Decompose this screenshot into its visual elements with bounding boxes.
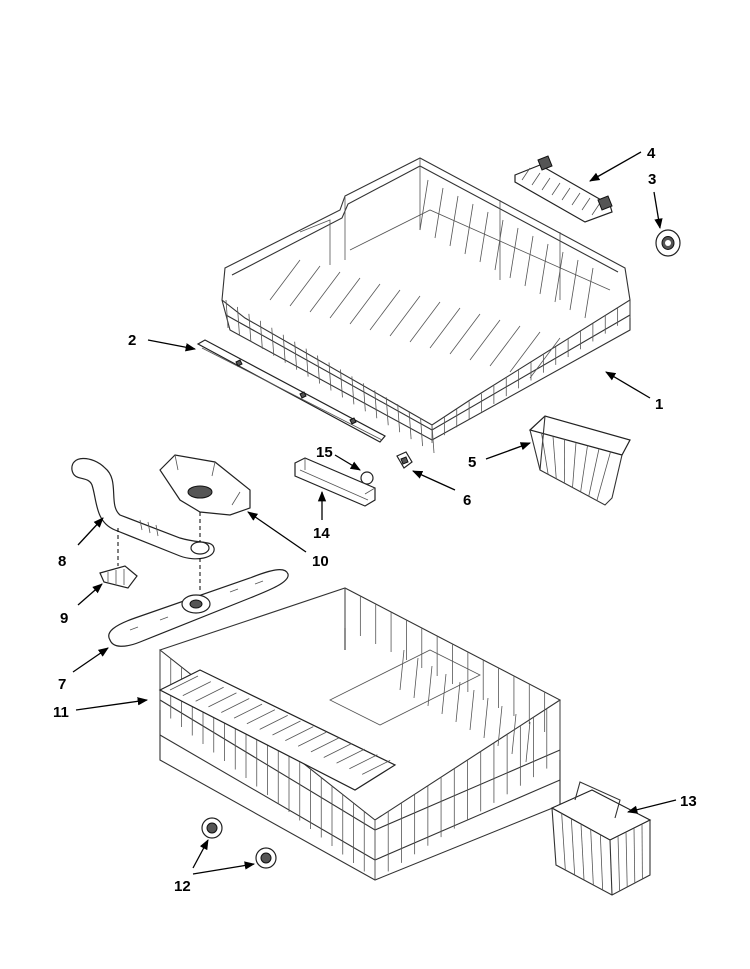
callout-5: 5: [468, 454, 476, 471]
callout-6: 6: [463, 492, 471, 509]
callout-1: 1: [655, 396, 663, 413]
part-9-bracket: [99, 565, 138, 589]
lower-rack: [158, 587, 562, 881]
callout-8: 8: [58, 553, 66, 570]
callout-13: 13: [680, 793, 697, 810]
upper-rack: [221, 157, 631, 454]
callout-4: 4: [647, 145, 656, 162]
callout-14: 14: [313, 525, 330, 542]
callout-11: 11: [53, 704, 69, 721]
part-6-clip: [396, 451, 413, 469]
callout-10: 10: [312, 553, 329, 570]
callout-15: 15: [316, 444, 333, 461]
callout-9: 9: [60, 610, 68, 627]
part-14-channel: [294, 457, 376, 507]
leader-lines: [72, 151, 677, 875]
part-4-cup-shelf: [514, 155, 613, 223]
part-8-spray-tube: [71, 457, 215, 560]
callout-3: 3: [648, 171, 656, 188]
part-10-manifold: [159, 454, 251, 516]
part-13-silverware-basket: [550, 781, 652, 896]
part-12-wheels: [201, 817, 277, 869]
part-5-utensil-basket: [528, 415, 631, 506]
callout-7: 7: [58, 676, 66, 693]
callout-12: 12: [174, 878, 191, 895]
part-7-spray-arm: [108, 569, 289, 647]
part-2-rack-rail: [196, 339, 386, 443]
callout-2: 2: [128, 332, 136, 349]
part-3-roller: [655, 229, 681, 257]
